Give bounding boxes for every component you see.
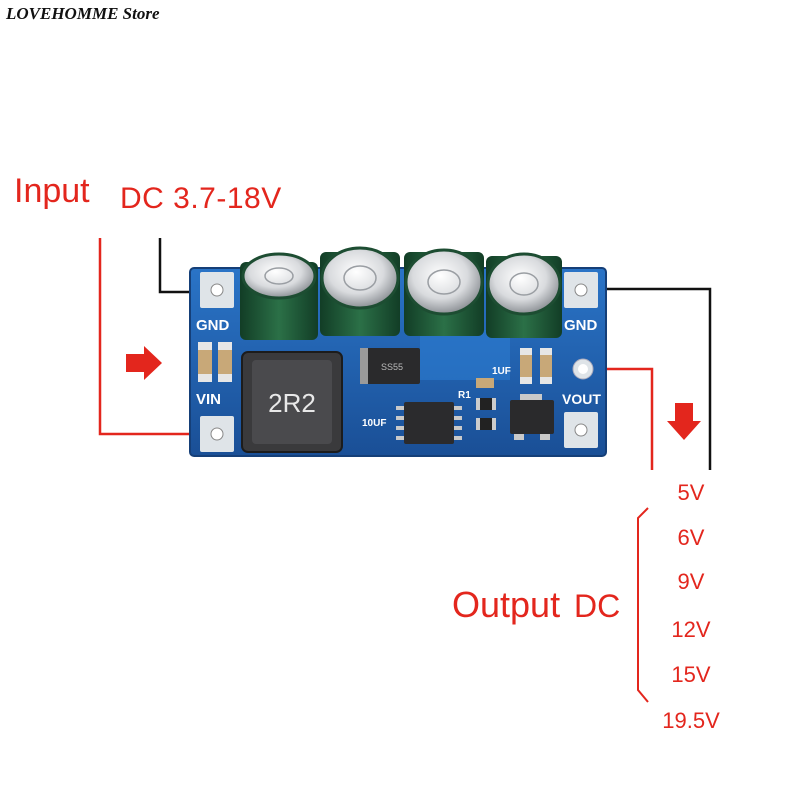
silk-vout: VOUT	[562, 391, 601, 407]
voltage-option-15v: 15V	[671, 662, 711, 687]
cap-label-10uf: 10UF	[362, 418, 386, 429]
voltage-option-19-5v: 19.5V	[662, 708, 720, 733]
output-label: Output	[452, 584, 561, 625]
transistor	[510, 400, 554, 434]
down-arrow-icon	[667, 403, 701, 440]
capacitor-1	[240, 252, 318, 340]
capacitor-4	[486, 252, 562, 338]
voltage-bracket	[637, 507, 649, 703]
output-dc: DC	[574, 588, 621, 624]
store-watermark: LOVEHOMME Store	[6, 4, 160, 23]
voltage-option-6v: 6V	[677, 525, 705, 550]
resistor-label: R1	[458, 390, 471, 401]
diode-label: SS55	[381, 362, 403, 372]
voltage-option-12v: 12V	[671, 617, 711, 642]
input-label: Input	[14, 172, 90, 210]
voltage-option-9v: 9V	[677, 569, 705, 594]
voltage-option-5v: 5V	[677, 480, 705, 505]
silk-gnd-left: GND	[196, 317, 230, 334]
diode	[360, 348, 420, 384]
inductor-label: 2R2	[268, 388, 316, 418]
capacitor-3	[404, 248, 484, 336]
silk-gnd-right: GND	[564, 317, 598, 334]
input-leader-red	[98, 238, 218, 436]
silk-vin: VIN	[196, 391, 221, 408]
input-range: DC 3.7-18V	[120, 182, 282, 215]
cap-label-1uf: 1UF	[492, 366, 511, 377]
right-arrow-icon	[126, 346, 162, 380]
output-leader-black	[588, 287, 712, 470]
capacitor-2	[320, 246, 400, 336]
ic-chip	[404, 402, 454, 444]
